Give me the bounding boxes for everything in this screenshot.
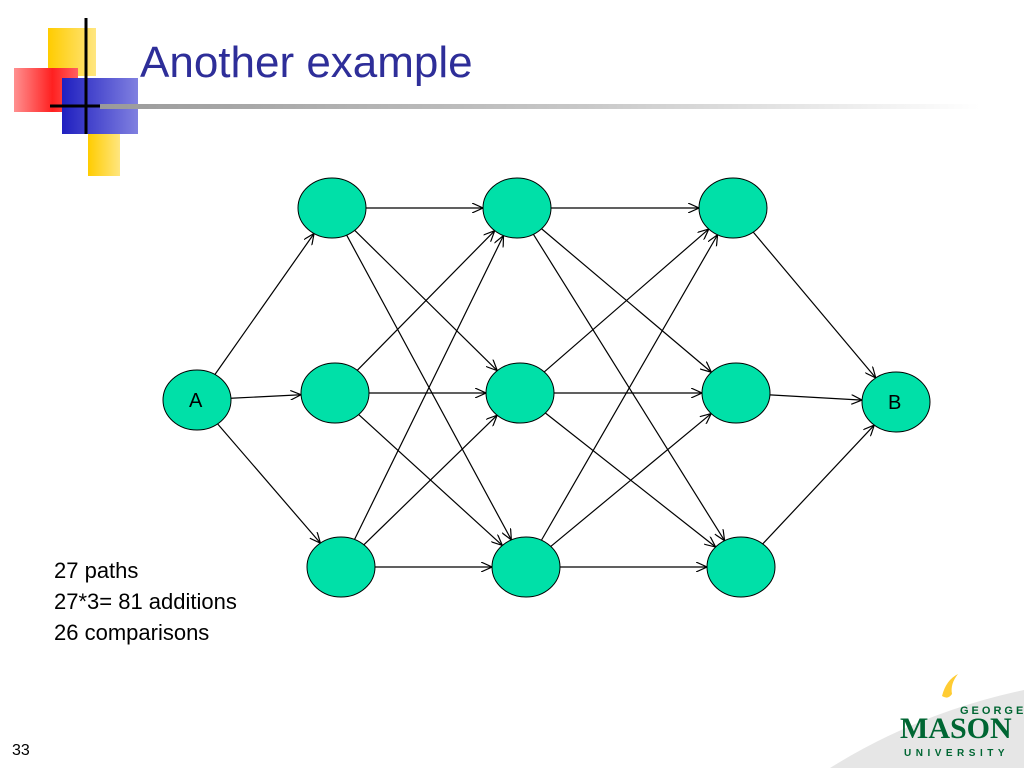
gmu-logo: GEORGE MASON UNIVERSITY: [830, 674, 1024, 768]
edge-l2b-to-l3t: [540, 235, 717, 541]
node-l3m: [701, 362, 771, 424]
node-a: A: [162, 369, 232, 431]
node-l3b: [706, 536, 776, 598]
edge-l1m-to-l2t: [356, 231, 494, 371]
title-underline: [100, 104, 980, 109]
logo-line-george: GEORGE: [960, 705, 1024, 717]
node-b: B: [861, 371, 931, 433]
slide-number: 33: [12, 742, 30, 759]
slide-title: Another example: [140, 38, 473, 87]
note-paths: 27 paths: [54, 558, 139, 583]
logo-line-university: UNIVERSITY: [904, 748, 1009, 759]
node-l3t: [698, 177, 768, 239]
edge-l3m-to-b: [769, 394, 862, 400]
logo-line-mason: MASON: [900, 712, 1012, 745]
logo-torch-flame-icon: [942, 674, 958, 698]
edge-a-to-l1m: [230, 395, 301, 399]
node-label-b: B: [888, 392, 901, 414]
edge-a-to-l1b: [217, 423, 321, 543]
edge-l2b-to-l3m: [550, 414, 711, 547]
edge-l1b-to-l2m: [363, 415, 497, 546]
node-l2t: [482, 177, 552, 239]
node-l2b: [491, 536, 561, 598]
yellow-square-bottom: [88, 128, 120, 176]
note-additions: 27*3= 81 additions: [54, 589, 237, 614]
node-l1t: [297, 177, 367, 239]
edge-l1b-to-l2t: [353, 236, 503, 540]
edge-a-to-l1t: [214, 233, 314, 375]
logo-swoosh-background: [830, 690, 1024, 768]
node-l1b: [306, 536, 376, 598]
edge-l3t-to-b: [752, 231, 876, 378]
edge-l2m-to-l3t: [543, 229, 709, 373]
notes-block: 27 paths 27*3= 81 additions 26 compariso…: [54, 555, 237, 648]
node-l2m: [485, 362, 555, 424]
node-l1m: [300, 362, 370, 424]
node-label-a: A: [189, 390, 203, 412]
note-comparisons: 26 comparisons: [54, 620, 210, 645]
edge-l3b-to-b: [762, 425, 875, 545]
